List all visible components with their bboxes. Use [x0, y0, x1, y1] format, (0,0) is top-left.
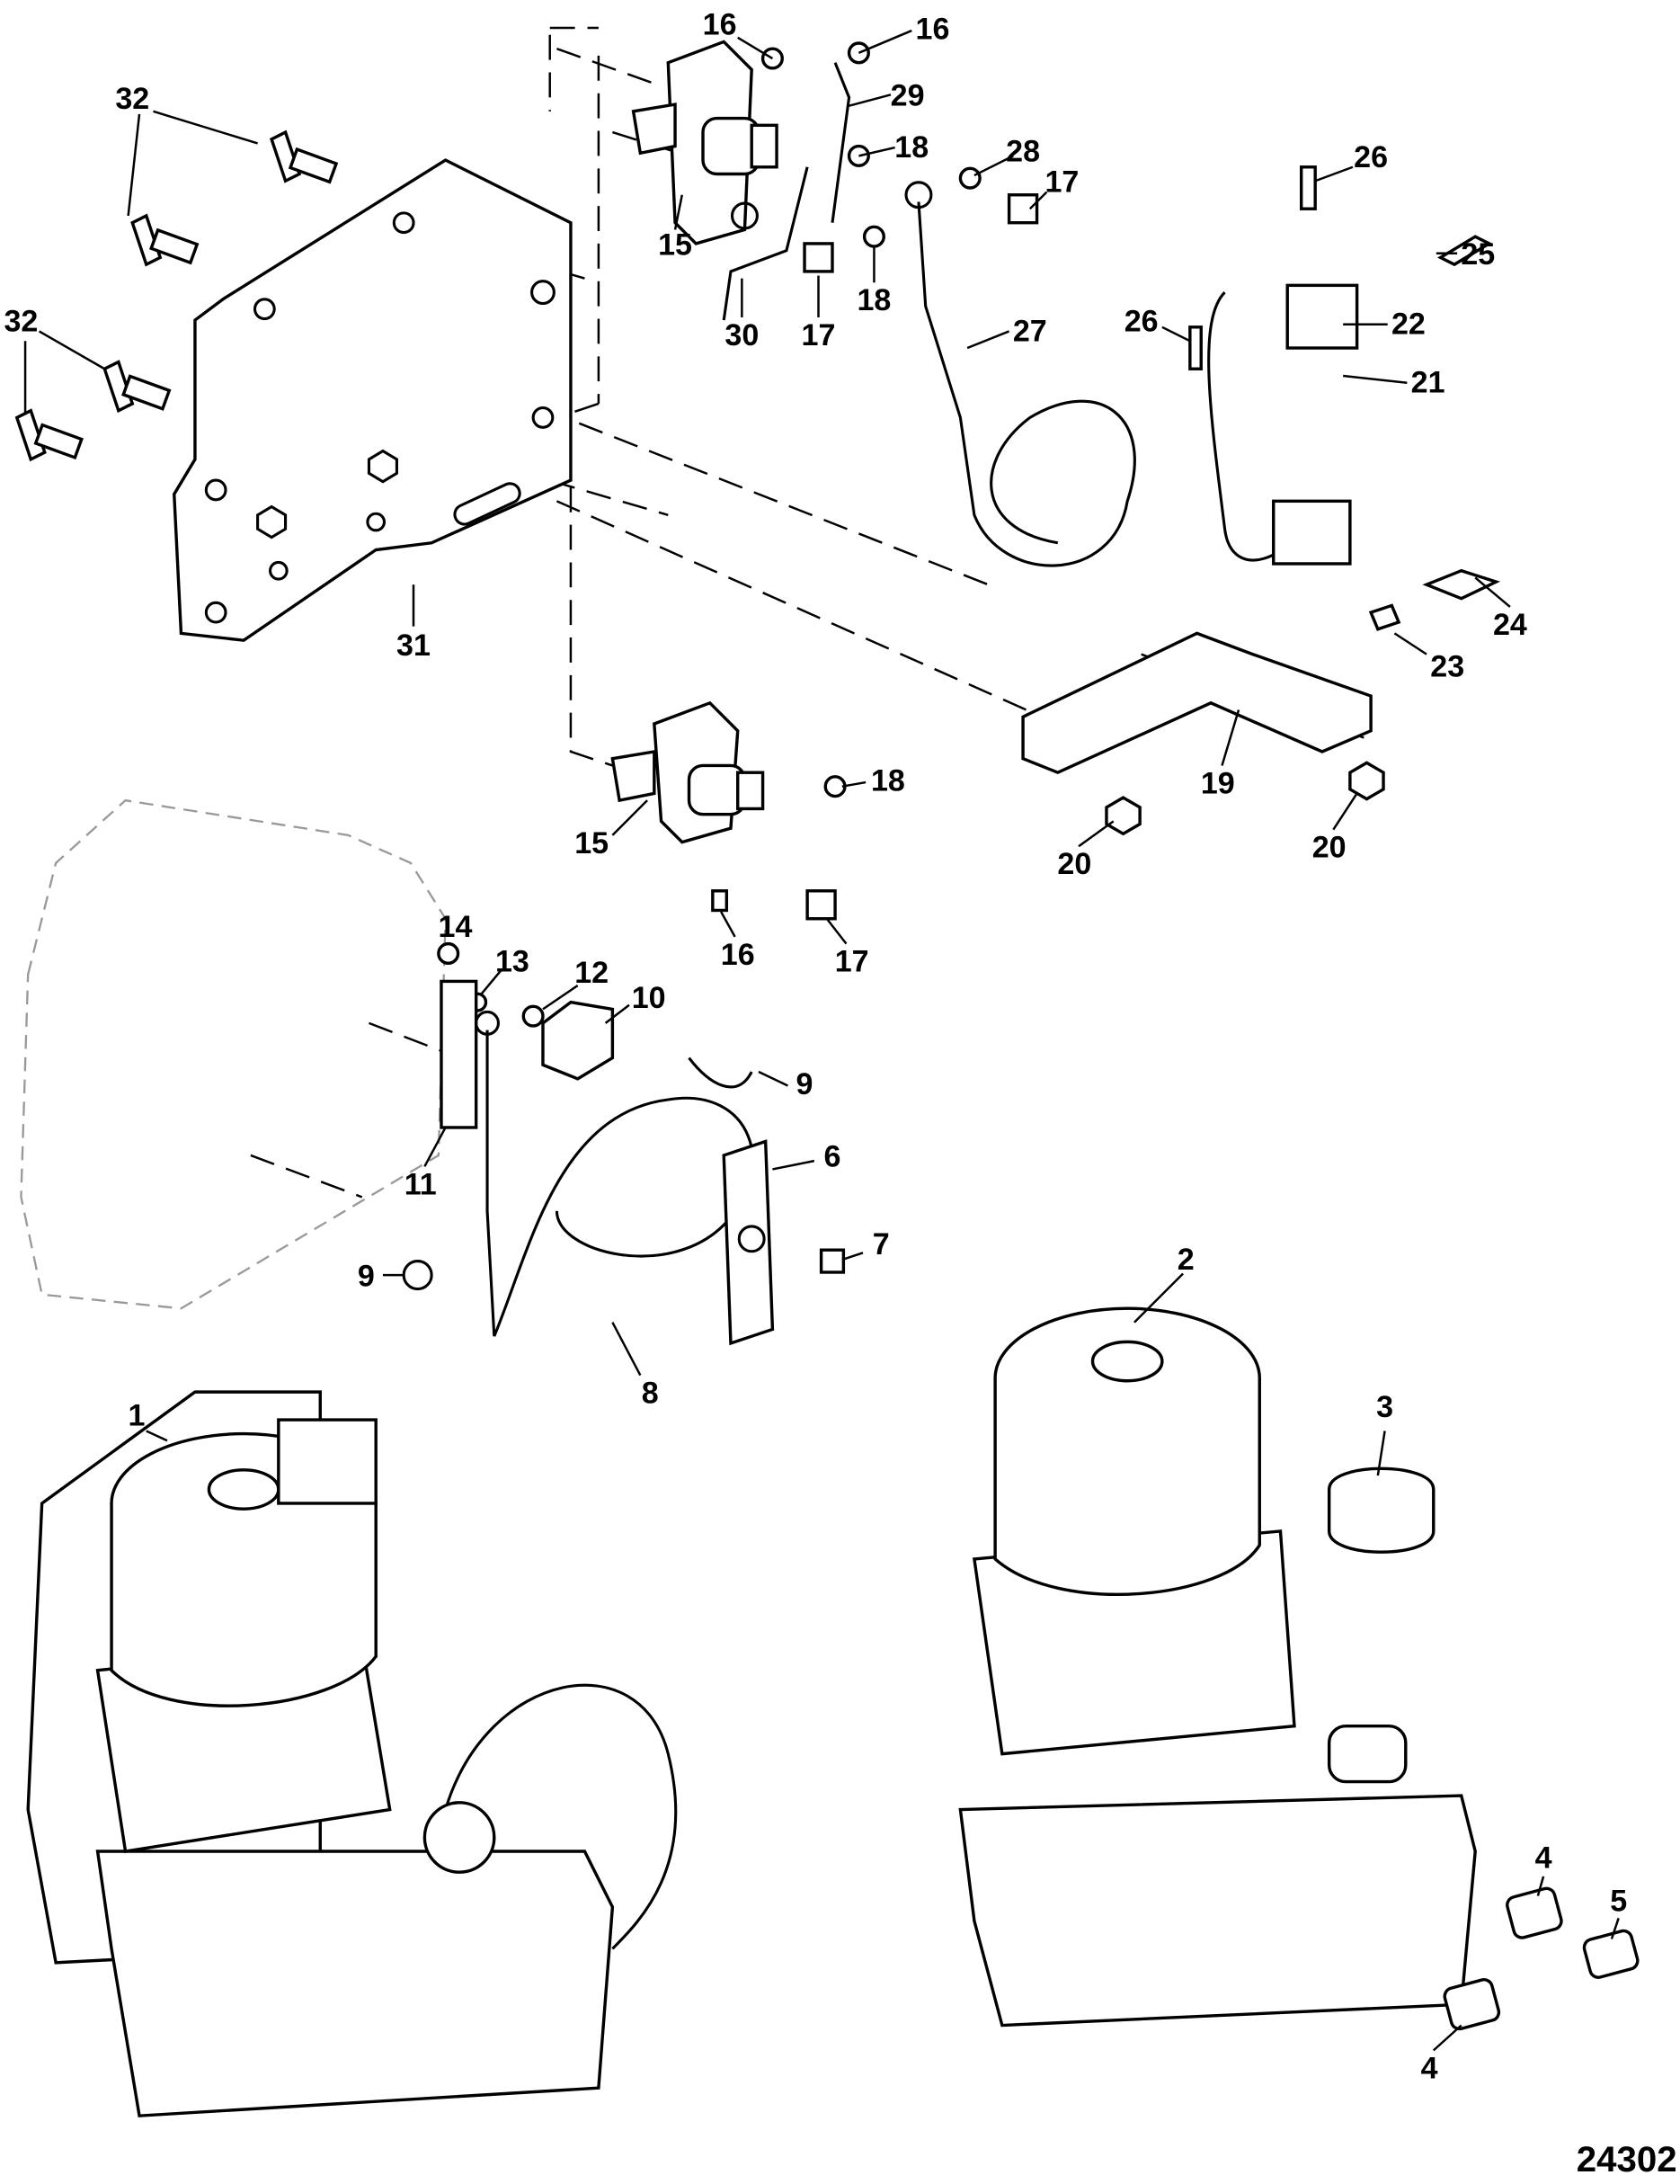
leader-line: [841, 1252, 864, 1261]
callout-16: 16: [721, 938, 755, 972]
callout-13: 13: [495, 945, 529, 979]
leader-line: [1028, 191, 1048, 210]
leader-line: [673, 194, 684, 230]
callout-26: 26: [1124, 304, 1159, 338]
callout-18: 18: [857, 283, 891, 317]
callout-7: 7: [873, 1227, 890, 1261]
leader-line: [841, 780, 867, 788]
leader-line: [1474, 576, 1511, 608]
leader-line: [1376, 1431, 1386, 1476]
callout-1: 1: [128, 1398, 145, 1432]
callout-22: 22: [1391, 308, 1426, 342]
callout-11: 11: [404, 1167, 437, 1201]
callout-4: 4: [1421, 2051, 1438, 2085]
leader-line: [858, 146, 895, 157]
callout-32: 32: [115, 82, 149, 116]
leader-lines: [23, 29, 1620, 2052]
callout-25: 25: [1461, 237, 1495, 272]
leader-line: [720, 911, 736, 938]
leader-line: [1161, 325, 1191, 343]
callout-14: 14: [439, 910, 473, 944]
ghost-mount-plate: [20, 798, 447, 1310]
leader-line: [737, 36, 774, 60]
cables: [475, 62, 1136, 1337]
leader-line: [1314, 165, 1354, 183]
callout-26: 26: [1354, 140, 1388, 174]
leader-line: [973, 155, 1014, 177]
callout-31: 31: [396, 628, 431, 663]
solenoid-lower: [610, 700, 765, 844]
leader-line: [825, 917, 848, 945]
leader-line: [1221, 709, 1240, 766]
callout-17: 17: [835, 945, 869, 979]
leader-line: [479, 969, 502, 996]
mount-bracket: [1021, 631, 1373, 775]
screws: [14, 129, 339, 462]
callout-6: 6: [824, 1139, 841, 1173]
callout-23: 23: [1430, 649, 1464, 683]
leader-line: [423, 1127, 447, 1167]
callout-17: 17: [802, 318, 836, 352]
leader-line: [38, 330, 105, 370]
leader-line: [1332, 792, 1358, 831]
leader-line: [758, 1070, 788, 1087]
callout-28: 28: [1006, 135, 1040, 169]
callout-24: 24: [1493, 608, 1527, 642]
callout-15: 15: [574, 826, 609, 860]
callout-9: 9: [358, 1259, 375, 1293]
callout-20: 20: [1312, 831, 1347, 865]
leader-line: [1393, 632, 1427, 655]
callout-16: 16: [916, 12, 950, 46]
leader-line: [1078, 820, 1115, 848]
callout-27: 27: [1013, 314, 1047, 348]
leader-line: [542, 985, 579, 1011]
leader-line: [146, 1430, 168, 1442]
callout-15: 15: [658, 227, 692, 262]
callout-29: 29: [891, 79, 925, 113]
mount-plate: [172, 158, 573, 642]
callout-9: 9: [796, 1067, 813, 1101]
leader-line: [1610, 1917, 1620, 1939]
callout-30: 30: [724, 318, 759, 352]
leader-line: [127, 113, 141, 217]
lower-parts: [402, 979, 775, 1346]
leader-line: [1432, 2024, 1462, 2052]
callout-12: 12: [574, 956, 609, 990]
leader-line: [611, 799, 648, 836]
callout-17: 17: [1044, 165, 1079, 200]
callout-8: 8: [642, 1377, 659, 1411]
callout-5: 5: [1610, 1885, 1627, 1919]
leader-line: [153, 110, 258, 145]
callout-2: 2: [1178, 1243, 1195, 1277]
callout-3: 3: [1376, 1390, 1393, 1424]
pump-assembly-left: [26, 1390, 678, 2117]
callout-18: 18: [871, 763, 905, 798]
callout-20: 20: [1057, 847, 1091, 881]
leader-line: [772, 1159, 815, 1171]
callout-18: 18: [894, 130, 929, 165]
callout-4: 4: [1535, 1841, 1552, 1876]
pump-assembly-right: [958, 1306, 1640, 2031]
callout-16: 16: [703, 8, 737, 42]
callout-19: 19: [1201, 766, 1235, 800]
leader-line: [1133, 1272, 1184, 1324]
leader-line: [849, 94, 892, 107]
leader-line: [1536, 1876, 1545, 1896]
callout-32: 32: [4, 304, 38, 338]
leader-line: [1343, 374, 1408, 384]
solenoid-upper: [631, 40, 778, 245]
leader-line: [966, 330, 1010, 350]
leader-line: [858, 29, 912, 54]
leader-line: [611, 1322, 642, 1377]
callout-21: 21: [1411, 366, 1445, 400]
figure-number: 24302: [1577, 2139, 1677, 2180]
leader-line: [604, 1003, 630, 1024]
callout-10: 10: [632, 981, 666, 1015]
wire-harness: [1207, 235, 1501, 631]
